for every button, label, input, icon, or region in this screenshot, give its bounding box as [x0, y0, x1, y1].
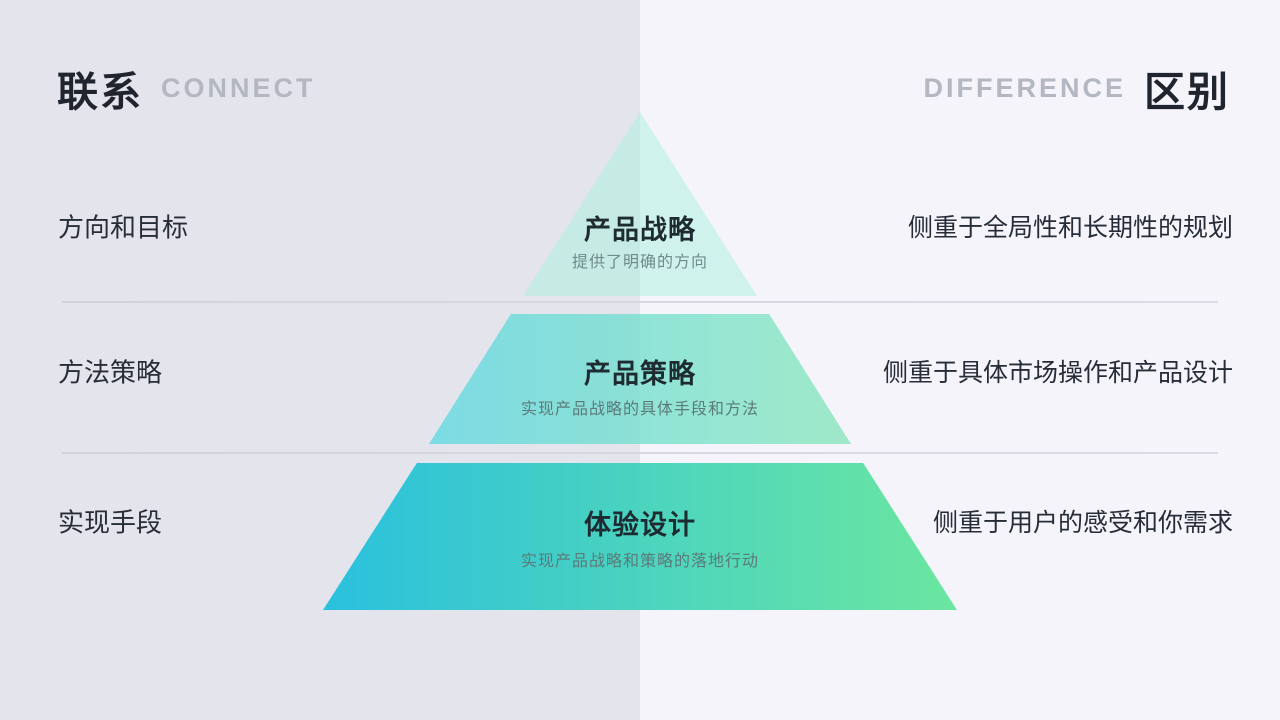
difference-title-en: DIFFERENCE	[923, 72, 1126, 103]
connect-title-zh: 联系	[57, 69, 143, 115]
connect-title-en: CONNECT	[161, 72, 316, 103]
tier-top-subtitle: 提供了明确的方向	[571, 254, 708, 271]
tier-top-title: 产品战略	[584, 215, 696, 245]
divider-line-1	[62, 301, 1218, 303]
right-label-row-1: 侧重于全局性和长期性的规划	[907, 214, 1233, 242]
pyramid-tier-bottom: 体验设计 实现产品战略和策略的落地行动	[323, 463, 957, 610]
difference-title-zh: 区别	[1144, 69, 1230, 115]
left-label-row-1: 方向和目标	[58, 212, 189, 243]
tier-bottom-subtitle: 实现产品战略和策略的落地行动	[520, 553, 759, 570]
right-label-row-3: 侧重于用户的感受和你需求	[932, 509, 1233, 537]
tier-middle-subtitle: 实现产品战略的具体手段和方法	[520, 401, 759, 418]
left-label-row-2: 方法策略	[58, 357, 163, 388]
tier-middle-title: 产品策略	[584, 359, 696, 389]
header-difference: DIFFERENCE 区别	[923, 58, 1230, 118]
tier-bottom-title: 体验设计	[584, 510, 696, 540]
header-connect: 联系 CONNECT	[57, 58, 316, 118]
left-label-row-3: 实现手段	[58, 507, 163, 538]
right-label-row-2: 侧重于具体市场操作和产品设计	[882, 359, 1233, 387]
pyramid-tier-middle: 产品策略 实现产品战略的具体手段和方法	[429, 314, 851, 444]
divider-line-2	[62, 452, 1218, 454]
